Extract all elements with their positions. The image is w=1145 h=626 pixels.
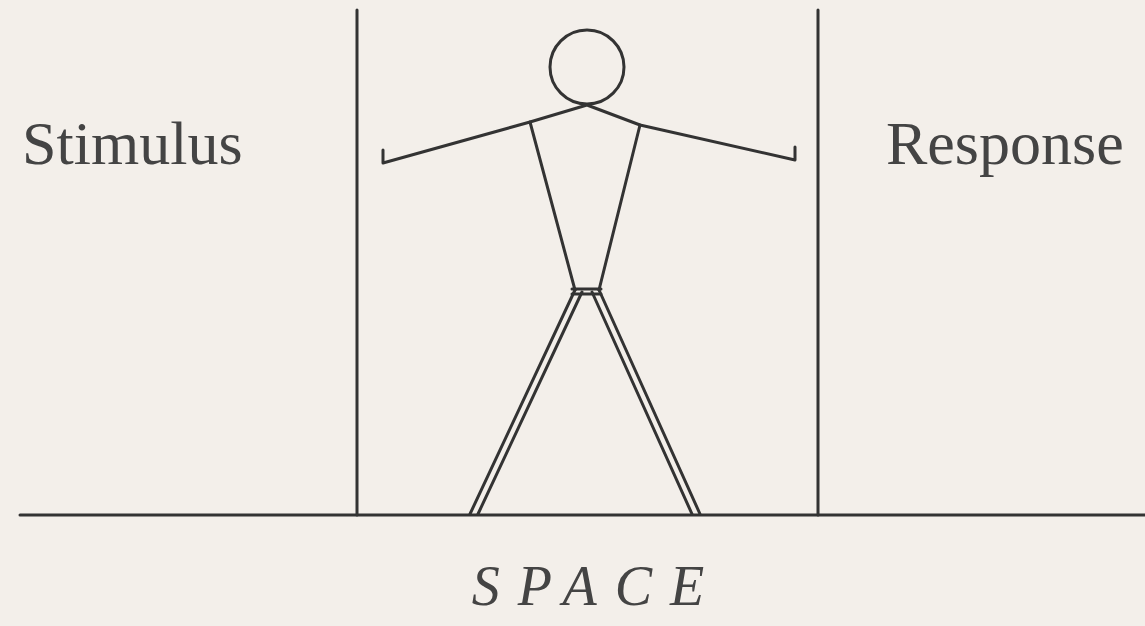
figure-head [550,30,624,104]
figure-leg [478,292,582,514]
right-wall [817,10,820,515]
figure-leg [592,292,692,514]
figure-torso [530,122,575,290]
ground-line [20,514,1145,517]
figure-leg [599,290,700,514]
figure-hip [572,293,601,296]
space-label: SPACE [454,558,722,614]
figure-arms [383,105,795,163]
figure-leg [470,290,575,514]
response-label: Response [886,112,1124,174]
left-wall [356,10,359,515]
figure-torso [599,125,640,290]
stimulus-label: Stimulus [22,112,243,174]
